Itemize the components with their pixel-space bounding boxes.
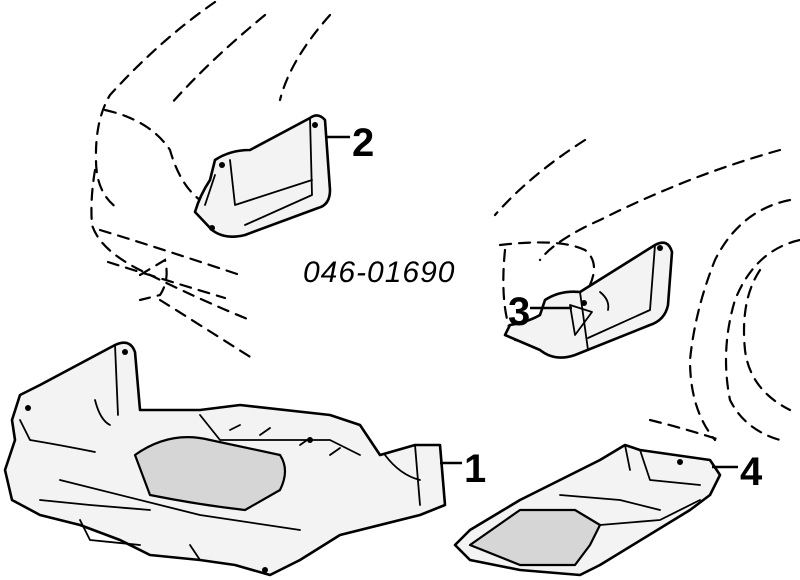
callout-1: 1	[464, 447, 486, 491]
callout-4: 4	[740, 450, 763, 494]
callout-2: 2	[352, 121, 374, 165]
part-3-splash-guard	[503, 241, 674, 359]
reference-code: 046-01690	[303, 256, 455, 289]
leader-lines	[326, 135, 738, 469]
part-4-under-cover	[453, 443, 722, 577]
part-2-splash-guard	[193, 114, 332, 238]
right-car-outline	[493, 138, 800, 442]
left-car-outline	[90, 0, 332, 362]
callout-3: 3	[508, 290, 530, 334]
part-1-under-cover	[3, 341, 447, 577]
